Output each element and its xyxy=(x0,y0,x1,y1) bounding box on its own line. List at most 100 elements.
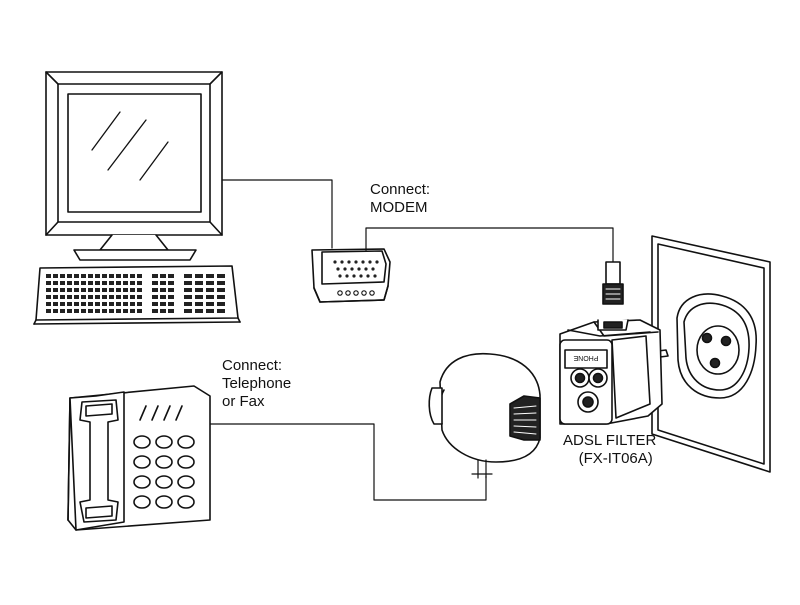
keyboard-key xyxy=(217,281,225,285)
keyboard-key xyxy=(74,288,79,292)
telephone-key xyxy=(133,475,151,489)
keyboard-key xyxy=(81,295,86,299)
filter-model-label: ADSL FILTER (FX-IT06A) xyxy=(563,432,656,468)
keyboard-key xyxy=(88,281,93,285)
modem-connect-label: Connect: MODEM xyxy=(370,181,430,217)
keyboard-key xyxy=(195,274,203,278)
telephone-key xyxy=(133,435,151,449)
keyboard-key xyxy=(46,302,51,306)
keyboard-key xyxy=(160,302,166,306)
telephone-key xyxy=(155,455,173,469)
keyboard-key xyxy=(53,274,58,278)
keyboard-key xyxy=(109,295,114,299)
phone-label-line2: Telephone xyxy=(222,375,292,392)
keyboard-key xyxy=(206,295,214,299)
phone-label-line3: or Fax xyxy=(222,393,265,410)
keyboard-key xyxy=(116,274,121,278)
keyboard-key xyxy=(152,288,158,292)
keyboard-key xyxy=(195,309,203,313)
keyboard-key xyxy=(137,295,142,299)
keyboard-key xyxy=(95,281,100,285)
keyboard-key xyxy=(160,274,166,278)
keyboard-key xyxy=(130,309,135,313)
keyboard-key xyxy=(217,309,225,313)
keyboard-key xyxy=(137,281,142,285)
keyboard-key xyxy=(217,288,225,292)
keyboard-key xyxy=(116,309,121,313)
keyboard-key xyxy=(102,281,107,285)
keyboard-key xyxy=(67,295,72,299)
keyboard-key xyxy=(184,309,192,313)
keyboard-key xyxy=(88,302,93,306)
keyboard-key xyxy=(130,281,135,285)
keyboard-key xyxy=(130,274,135,278)
adsl-filter xyxy=(559,319,669,425)
telephone-key xyxy=(177,495,195,509)
keyboard-key xyxy=(95,309,100,313)
keyboard-key xyxy=(160,281,166,285)
phone-connect-label: Connect: Telephone or Fax xyxy=(222,357,291,411)
keyboard-key xyxy=(184,302,192,306)
keyboard-key xyxy=(152,295,158,299)
keyboard-key xyxy=(195,288,203,292)
telephone-key xyxy=(177,435,195,449)
keyboard-key xyxy=(184,281,192,285)
keyboard-key xyxy=(81,302,86,306)
keyboard-key xyxy=(137,288,142,292)
keyboard-key xyxy=(46,295,51,299)
keyboard-key xyxy=(60,309,65,313)
keyboard-key xyxy=(116,295,121,299)
keyboard-key xyxy=(116,281,121,285)
keyboard-key xyxy=(88,309,93,313)
keyboard-key xyxy=(206,281,214,285)
telephone-key xyxy=(155,435,173,449)
keyboard-key xyxy=(53,302,58,306)
keyboard-key xyxy=(81,274,86,278)
keyboard-key xyxy=(123,295,128,299)
filter-port-label: PHONE xyxy=(573,354,598,361)
keyboard-key xyxy=(95,295,100,299)
keyboard-key xyxy=(217,274,225,278)
keyboard-key xyxy=(102,288,107,292)
keyboard-key xyxy=(195,295,203,299)
keyboard-key xyxy=(46,281,51,285)
keyboard-key xyxy=(206,288,214,292)
keyboard-key xyxy=(102,302,107,306)
keyboard-key xyxy=(184,295,192,299)
keyboard-key xyxy=(67,274,72,278)
keyboard-key xyxy=(74,281,79,285)
telephone-key xyxy=(155,475,173,489)
keyboard-key xyxy=(60,295,65,299)
keyboard-key xyxy=(152,302,158,306)
keyboard-key xyxy=(130,295,135,299)
keyboard-key xyxy=(195,302,203,306)
keyboard-key xyxy=(109,302,114,306)
keyboard-key xyxy=(109,309,114,313)
keyboard-key xyxy=(88,288,93,292)
keyboard-key xyxy=(53,295,58,299)
phone-wall-adapter xyxy=(428,352,541,479)
keyboard-key xyxy=(195,281,203,285)
keyboard-key xyxy=(53,281,58,285)
keyboard-key xyxy=(206,302,214,306)
keyboard-key xyxy=(74,274,79,278)
keyboard-key xyxy=(74,309,79,313)
computer-monitor xyxy=(45,71,223,261)
keyboard-key xyxy=(152,309,158,313)
keyboard-key xyxy=(168,274,174,278)
telephone-key xyxy=(155,495,173,509)
filter-label-line2: (FX-IT06A) xyxy=(578,450,653,467)
keyboard-key xyxy=(53,288,58,292)
keyboard-key xyxy=(184,274,192,278)
keyboard-key xyxy=(160,295,166,299)
keyboard-key xyxy=(168,288,174,292)
keyboard-key xyxy=(53,309,58,313)
keyboard-key xyxy=(168,281,174,285)
telephone xyxy=(67,385,211,531)
keyboard-key xyxy=(102,295,107,299)
keyboard-key xyxy=(67,302,72,306)
telephone-key xyxy=(133,495,151,509)
keyboard-key xyxy=(123,309,128,313)
modem-label-line1: Connect: xyxy=(370,181,431,198)
keyboard-key xyxy=(60,302,65,306)
